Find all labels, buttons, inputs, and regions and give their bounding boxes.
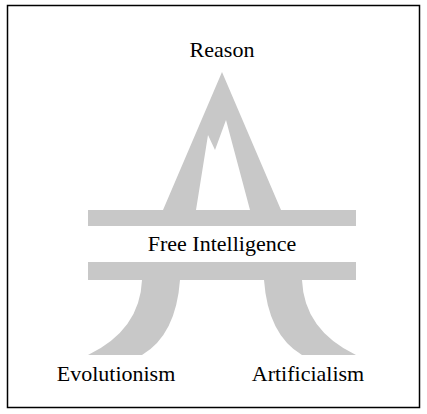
band-label: Free Intelligence: [148, 231, 296, 256]
upper-bar: [88, 210, 356, 226]
frame-border: [8, 6, 420, 408]
right-foot: [264, 280, 356, 355]
apex-label: Reason: [190, 37, 255, 62]
left-label: Evolutionism: [57, 361, 176, 386]
lower-bar: [88, 262, 356, 280]
left-foot: [88, 280, 180, 355]
right-label: Artificialism: [252, 361, 364, 386]
letter-apex: [163, 72, 281, 210]
